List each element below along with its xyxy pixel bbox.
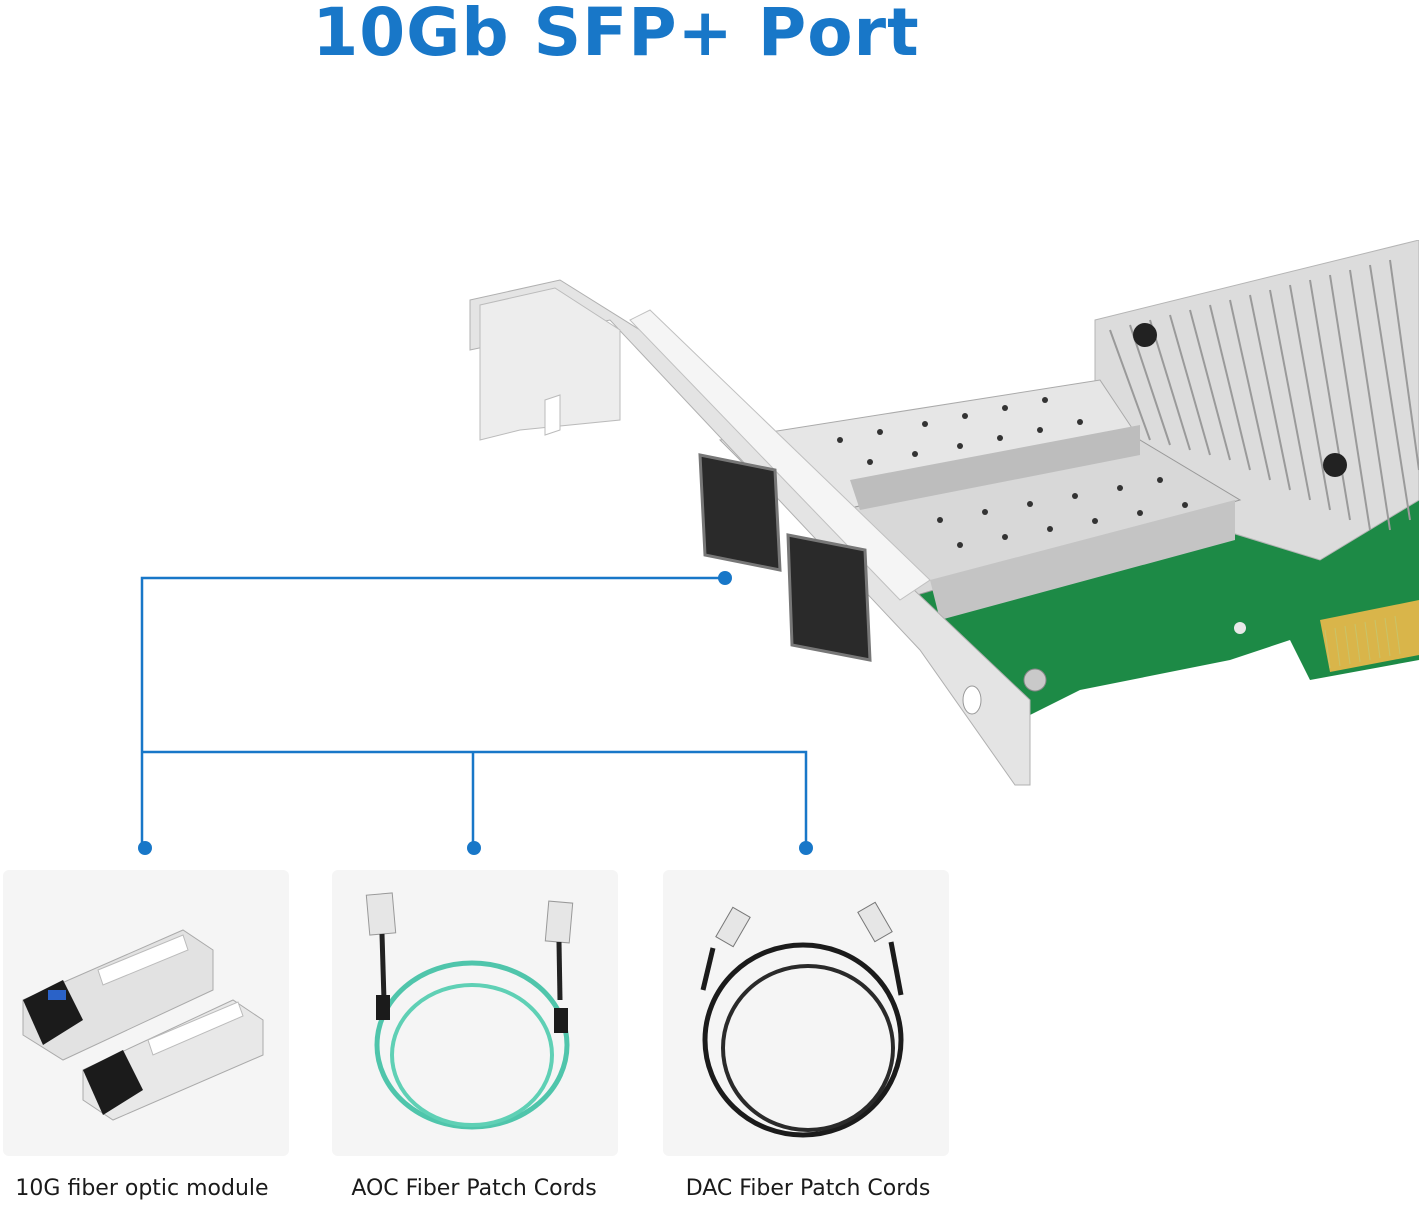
- aoc-cable-image: [365, 892, 574, 1130]
- dac-cable-image: [700, 901, 904, 1138]
- product-card-sfp-module[interactable]: [3, 870, 289, 1156]
- product-card-dac-cable[interactable]: [663, 870, 949, 1156]
- product-label-aoc-cable: AOC Fiber Patch Cords: [351, 1176, 597, 1201]
- product-label-dac-cable: DAC Fiber Patch Cords: [685, 1176, 931, 1201]
- product-label-sfp-module: 10G fiber optic module: [15, 1176, 269, 1201]
- sfp-module-image: [22, 929, 264, 1121]
- product-card-aoc-cable[interactable]: [332, 870, 618, 1156]
- network-card-image: [469, 240, 1419, 786]
- page-title: 10Gb SFP+ Port: [312, 0, 920, 71]
